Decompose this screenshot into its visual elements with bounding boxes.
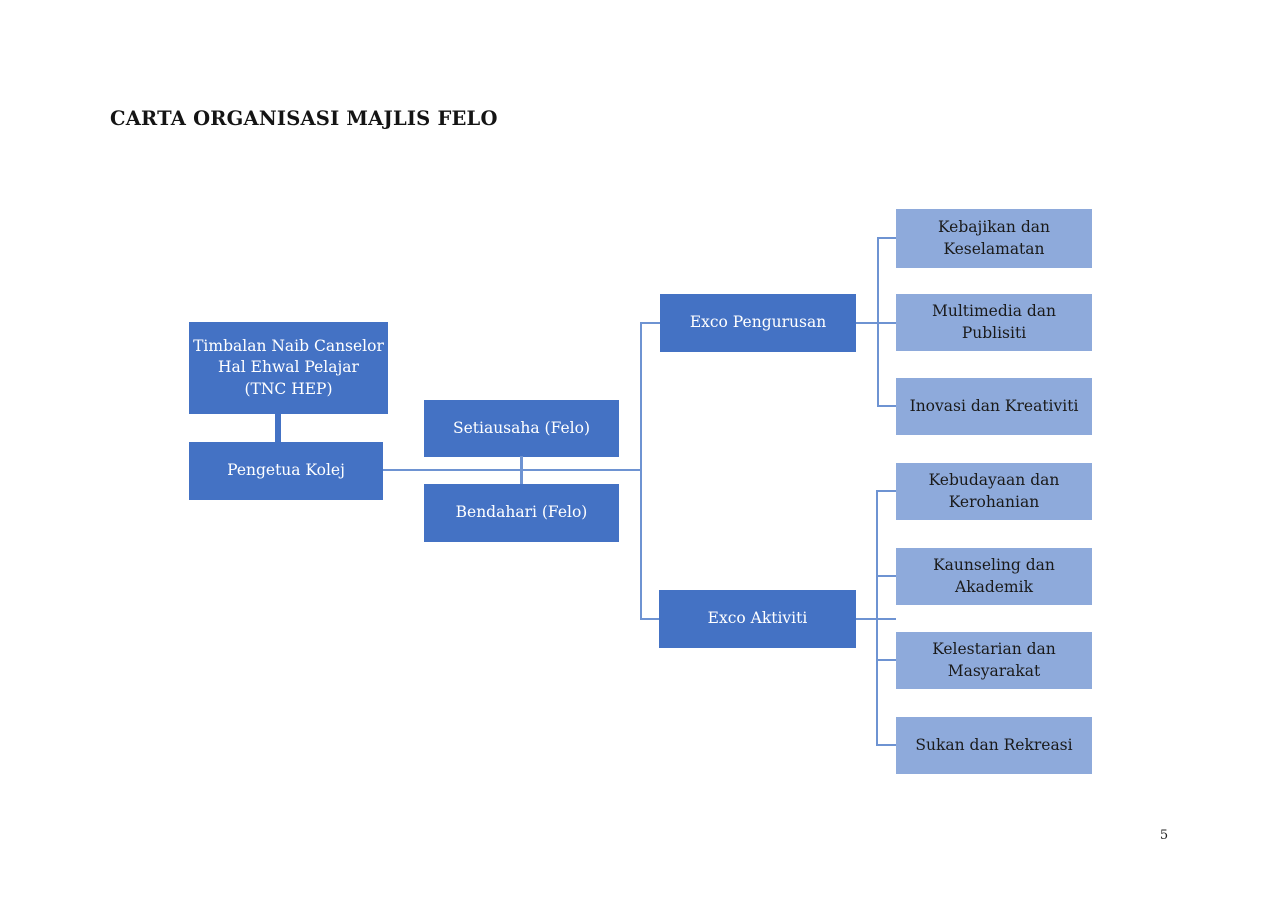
node-kelestarian-masyarakat: Kelestarian dan Masyarakat [896, 632, 1092, 689]
connector-aktiviti-bracket [876, 490, 878, 746]
node-exco-pengurusan: Exco Pengurusan [660, 294, 856, 352]
node-kaunseling-akademik: Kaunseling dan Akademik [896, 548, 1092, 605]
connector-stub-kebudayaan [876, 490, 896, 492]
connector-setiausaha-bendahari [520, 456, 523, 484]
connector-stub-kebajikan [877, 237, 896, 239]
node-kebajikan-keselamatan: Kebajikan dan Keselamatan [896, 209, 1092, 268]
page-title: CARTA ORGANISASI MAJLIS FELO [110, 107, 498, 130]
connector-stub-inovasi [877, 405, 896, 407]
connector-pengetua-trunk [383, 469, 641, 471]
node-sukan-rekreasi: Sukan dan Rekreasi [896, 717, 1092, 774]
connector-trunk-to-exco-aktiviti [640, 618, 659, 620]
connector-trunk-to-exco-pengurusan [640, 322, 660, 324]
page-number: 5 [1159, 828, 1169, 843]
connector-pengurusan-bracket [877, 237, 879, 407]
node-setiausaha: Setiausaha (Felo) [424, 400, 619, 457]
node-exco-aktiviti: Exco Aktiviti [659, 590, 856, 648]
connector-tnc-to-pengetua [275, 414, 281, 442]
connector-stub-kelestarian [876, 659, 896, 661]
connector-pengurusan-feed [856, 322, 896, 324]
connector-stub-sukan [876, 744, 896, 746]
connector-stub-kaunseling [876, 575, 896, 577]
node-tnc-hep: Timbalan Naib Canselor Hal Ehwal Pelajar… [189, 322, 388, 414]
node-bendahari: Bendahari (Felo) [424, 484, 619, 542]
node-kebudayaan-kerohanian: Kebudayaan dan Kerohanian [896, 463, 1092, 520]
connector-trunk-vertical [640, 322, 642, 620]
node-pengetua-kolej: Pengetua Kolej [189, 442, 383, 500]
node-multimedia-publisiti: Multimedia dan Publisiti [896, 294, 1092, 351]
node-inovasi-kreativiti: Inovasi dan Kreativiti [896, 378, 1092, 435]
